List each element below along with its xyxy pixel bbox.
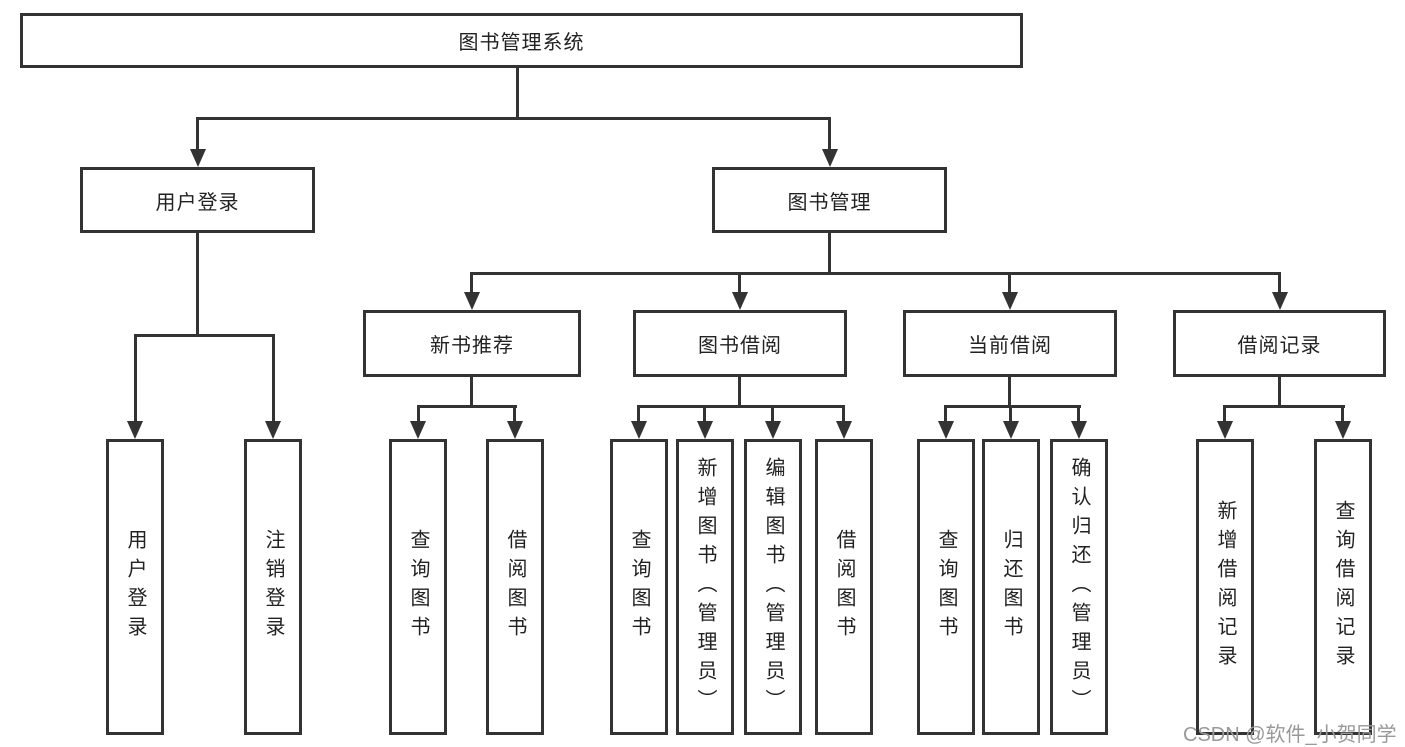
arrow-down-icon	[1071, 421, 1087, 439]
node-book-borrowing: 图书借阅	[633, 310, 847, 377]
leaf-borrow-books-recommend: 借阅图书	[486, 439, 544, 735]
leaf-user-login: 用户登录	[106, 439, 164, 735]
connector-h-line	[134, 334, 275, 337]
connector-v-line	[1278, 272, 1281, 294]
connector-h-line	[470, 272, 1281, 275]
connector-v-line	[1008, 377, 1011, 408]
connector-v-line	[1278, 377, 1281, 408]
arrow-down-icon	[836, 421, 852, 439]
node-label: 新书推荐	[430, 335, 514, 357]
node-library-management-system: 图书管理系统	[20, 13, 1023, 68]
connector-v-line	[1341, 405, 1344, 425]
connector-v-line	[134, 334, 137, 423]
leaf-label: 借阅图书	[833, 529, 855, 645]
connector-h-line	[637, 405, 845, 408]
node-label: 当前借阅	[968, 335, 1052, 357]
connector-v-line	[771, 405, 774, 425]
connector-v-line	[417, 405, 420, 425]
leaf-query-borrow-record: 查询借阅记录	[1314, 439, 1372, 735]
node-label: 图书管理	[787, 191, 872, 214]
node-label: 用户登录	[155, 191, 240, 214]
node-label: 图书管理系统	[458, 32, 585, 54]
node-borrowing-records: 借阅记录	[1173, 310, 1386, 377]
leaf-query-books-recommend: 查询图书	[389, 439, 447, 735]
leaf-edit-books-admin: 编辑图书（管理员）	[744, 439, 802, 735]
node-current-borrowing: 当前借阅	[903, 310, 1117, 377]
leaf-label: 查询借阅记录	[1332, 500, 1354, 674]
connector-v-line	[272, 334, 275, 423]
arrow-down-icon	[697, 421, 713, 439]
leaf-label: 确认归还（管理员）	[1068, 456, 1090, 718]
connector-v-line	[828, 117, 831, 151]
connector-v-line	[516, 68, 519, 120]
leaf-label: 注销登录	[262, 529, 284, 645]
leaf-borrow-books: 借阅图书	[815, 439, 873, 735]
arrow-down-icon	[1003, 421, 1019, 439]
connector-h-line	[944, 405, 1081, 408]
arrow-down-icon	[410, 421, 426, 439]
connector-v-line	[637, 405, 640, 425]
connector-v-line	[470, 377, 473, 408]
leaf-label: 查询图书	[628, 529, 650, 645]
connector-v-line	[828, 233, 831, 275]
connector-v-line	[1009, 405, 1012, 425]
node-label: 图书借阅	[698, 335, 782, 357]
leaf-add-books-admin: 新增图书（管理员）	[676, 439, 734, 735]
connector-v-line	[1077, 405, 1080, 425]
arrow-down-icon	[507, 421, 523, 439]
arrow-down-icon	[732, 292, 748, 310]
connector-v-line	[196, 233, 199, 337]
connector-v-line	[513, 405, 516, 425]
node-user-login: 用户登录	[80, 167, 315, 233]
leaf-label: 归还图书	[1000, 529, 1022, 645]
arrow-down-icon	[631, 421, 647, 439]
leaf-label: 新增图书（管理员）	[694, 456, 716, 718]
node-new-book-recommendation: 新书推荐	[363, 310, 581, 377]
leaf-label: 查询图书	[935, 529, 957, 645]
connector-v-line	[842, 405, 845, 425]
connector-v-line	[1223, 405, 1226, 425]
leaf-label: 新增借阅记录	[1214, 500, 1236, 674]
leaf-logout: 注销登录	[244, 439, 302, 735]
arrow-down-icon	[190, 149, 206, 167]
leaf-label: 借阅图书	[504, 529, 526, 645]
arrow-down-icon	[765, 421, 781, 439]
connector-v-line	[470, 272, 473, 294]
connector-v-line	[196, 117, 199, 151]
connector-v-line	[738, 272, 741, 294]
connector-v-line	[703, 405, 706, 425]
connector-v-line	[738, 377, 741, 408]
arrow-down-icon	[464, 292, 480, 310]
arrow-down-icon	[938, 421, 954, 439]
leaf-label: 查询图书	[407, 529, 429, 645]
arrow-down-icon	[265, 421, 281, 439]
csdn-watermark: CSDN @软件_小贺同学	[1183, 724, 1397, 746]
arrow-down-icon	[1002, 292, 1018, 310]
connector-h-line	[196, 117, 831, 120]
connector-h-line	[1223, 405, 1345, 408]
arrow-down-icon	[822, 149, 838, 167]
leaf-confirm-return-admin: 确认归还（管理员）	[1050, 439, 1108, 735]
arrow-down-icon	[1217, 421, 1233, 439]
leaf-query-books-borrowing: 查询图书	[610, 439, 668, 735]
leaf-add-borrow-record: 新增借阅记录	[1196, 439, 1254, 735]
connector-v-line	[1008, 272, 1011, 294]
arrow-down-icon	[1272, 292, 1288, 310]
connector-h-line	[417, 405, 517, 408]
arrow-down-icon	[127, 421, 143, 439]
node-label: 借阅记录	[1237, 335, 1322, 357]
leaf-query-books-current: 查询图书	[917, 439, 975, 735]
node-book-management: 图书管理	[712, 167, 947, 233]
connector-v-line	[944, 405, 947, 425]
leaf-return-books: 归还图书	[982, 439, 1040, 735]
arrow-down-icon	[1335, 421, 1351, 439]
leaf-label: 编辑图书（管理员）	[762, 456, 784, 718]
leaf-label: 用户登录	[124, 529, 146, 645]
